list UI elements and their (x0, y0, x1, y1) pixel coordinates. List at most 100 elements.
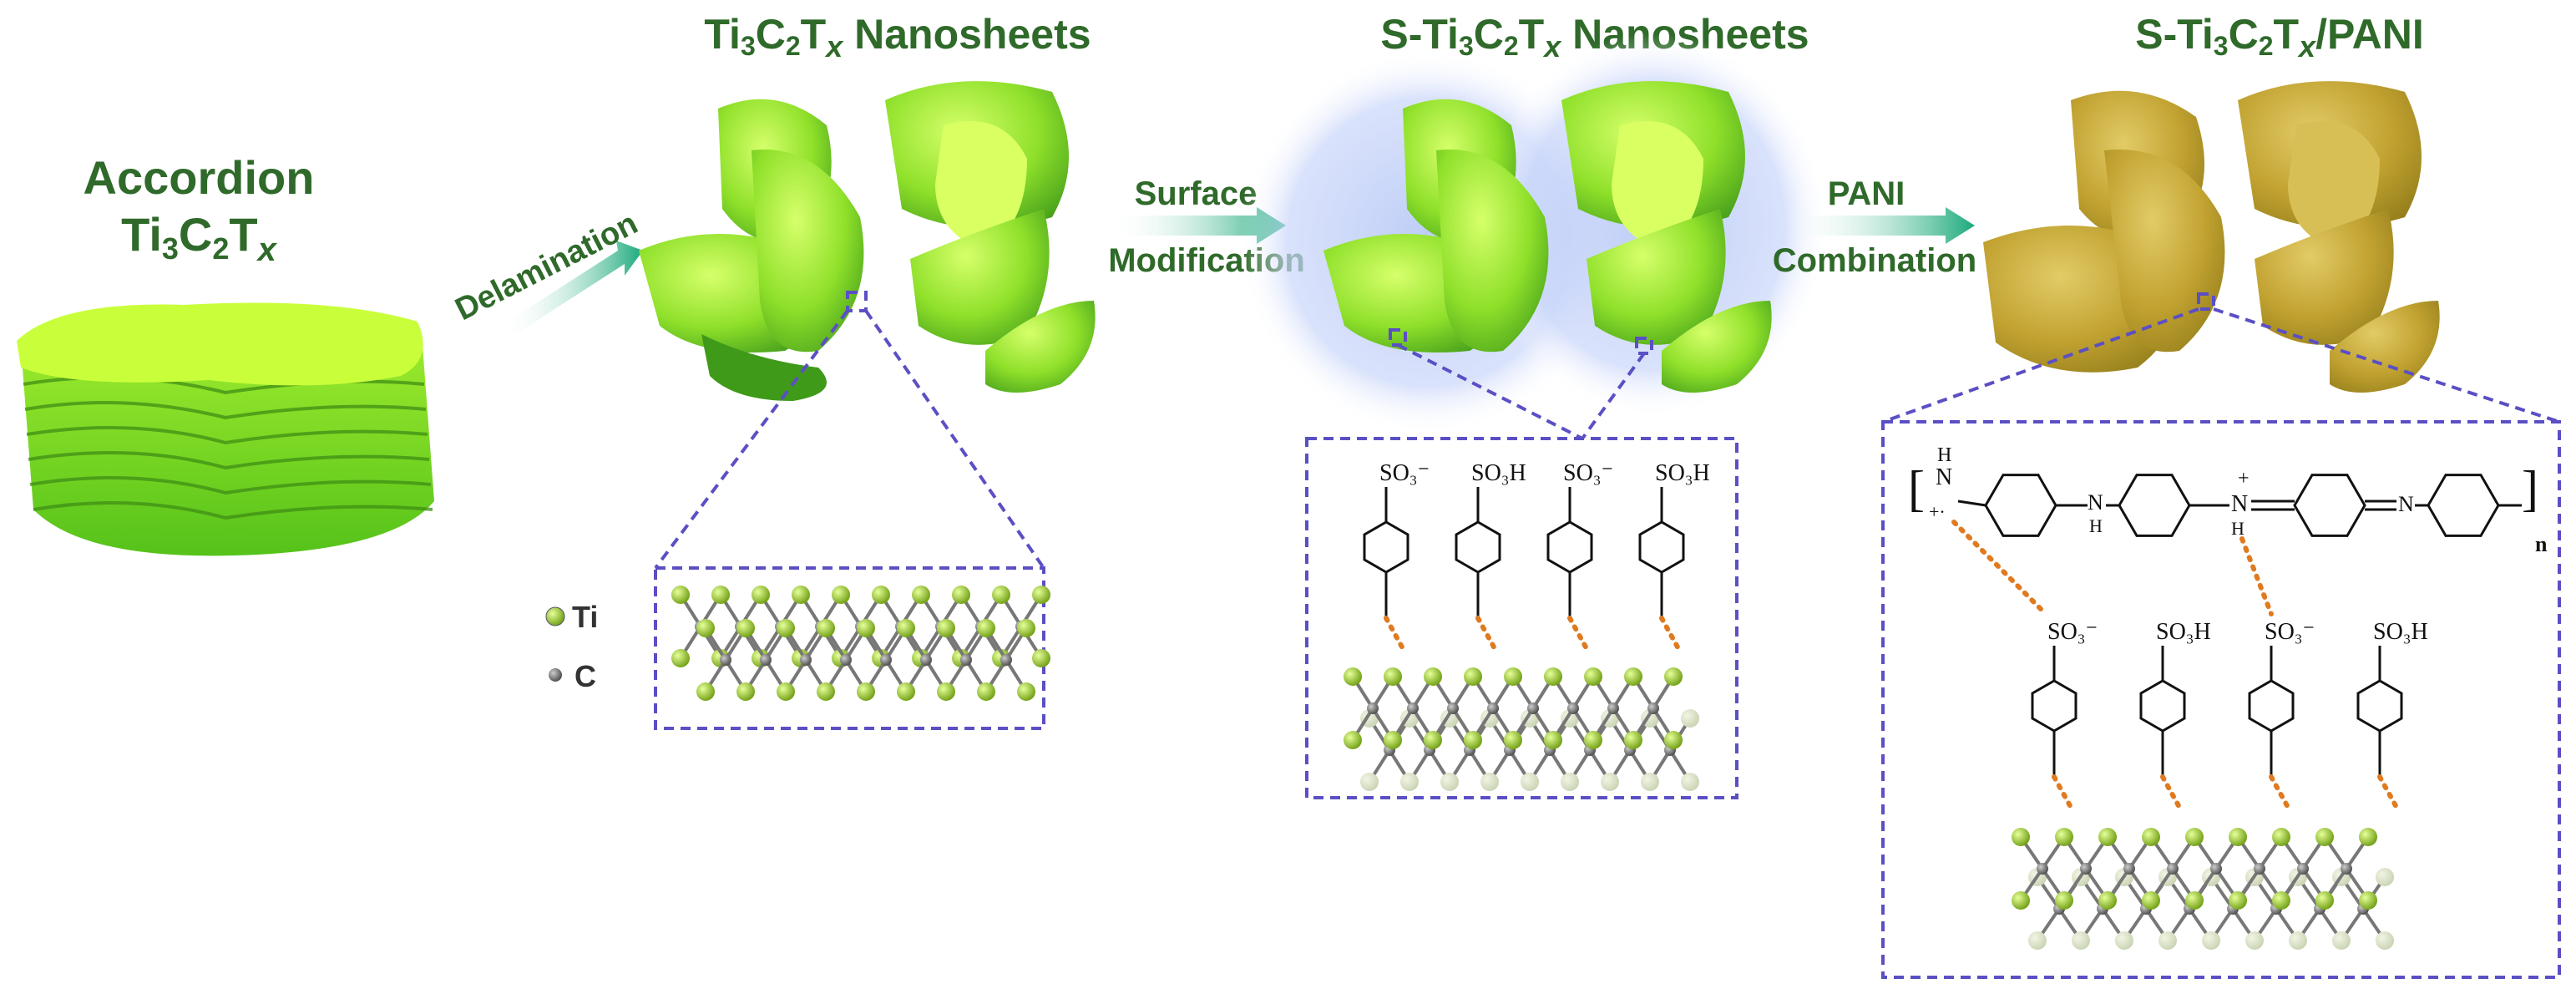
c-atom (1367, 702, 1379, 714)
ti-atom (752, 586, 770, 604)
ti-atom (711, 586, 730, 604)
imine-n: N (2398, 492, 2414, 516)
ti-atom (857, 619, 875, 637)
atom-legend: Ti C (545, 600, 598, 693)
ti-atom (2158, 931, 2177, 950)
ti-atom (736, 682, 755, 701)
c-atom-icon (549, 668, 562, 682)
sulfonate-label: SO₃H (2373, 619, 2428, 645)
ti-atom (1017, 619, 1035, 637)
accordion-title-line2: Ti3C2Tx (121, 208, 278, 268)
benzene-ring (1455, 520, 1501, 574)
sulfonate-label: SO₃⁻ (2047, 619, 2098, 645)
s-pani-lattice (2012, 828, 2394, 950)
ti-atom (2289, 931, 2307, 950)
interaction-bond (1384, 616, 1407, 654)
ti-atom (777, 682, 795, 701)
c-atom (2080, 863, 2092, 875)
c-atom (1000, 654, 1012, 666)
ti-atom (777, 619, 795, 637)
interaction-bond (1659, 616, 1683, 654)
ti-atom (2315, 891, 2334, 910)
ti-atom (2012, 828, 2030, 846)
sulfonate-label: SO₃H (1655, 460, 1710, 486)
ti-atom (1504, 731, 1522, 749)
benzene-ring (2031, 679, 2078, 733)
ti-atom (2185, 891, 2204, 910)
ti-atom (1641, 773, 1659, 791)
accordion-stack (17, 302, 434, 556)
sulfonate-label: SO₃H (1471, 460, 1526, 486)
c-atom (960, 654, 972, 666)
ti-atom (2098, 828, 2117, 846)
ti-atom (2376, 931, 2394, 950)
ti-atom (912, 586, 930, 604)
ti-atom (2359, 828, 2377, 846)
interaction-bond (2239, 536, 2274, 616)
ti-atom (2229, 891, 2247, 910)
s-nanosheet-cluster-right (1561, 81, 1772, 393)
ti-atom (2072, 931, 2090, 950)
benzene-ring (2356, 679, 2403, 733)
ti-atom (1624, 667, 1642, 686)
c-atom (1567, 702, 1579, 714)
pani-chain: []nNH+·NHN+HN (1908, 444, 2548, 616)
interaction-bond (1475, 616, 1499, 654)
ti-atom (2359, 891, 2377, 910)
benzene-ring (1546, 520, 1593, 574)
c-atom (2123, 863, 2135, 875)
interaction-bond (2052, 774, 2075, 813)
arrow-delamination: Delamination (450, 205, 643, 338)
c-atom (840, 654, 852, 666)
pani-cluster-right (2238, 81, 2440, 393)
ti-atom (1544, 731, 1562, 749)
sulfonate-label: SO₃H (2156, 619, 2211, 645)
pani-ring (2293, 474, 2366, 537)
c-atom (2341, 863, 2352, 875)
svg-text:]: ] (2522, 461, 2538, 516)
c-atom (1447, 702, 1459, 714)
ti-atom (1664, 731, 1683, 749)
subscript-n: n (2535, 532, 2548, 556)
ti-atom (1440, 773, 1459, 791)
nanosheets-title: Ti3C2Tx Nanosheets (704, 11, 1091, 63)
ti-atom (1584, 667, 1602, 686)
ti-atom (1464, 731, 1482, 749)
ti-atom (1464, 667, 1482, 686)
sulfonate-label: SO₃⁻ (2265, 619, 2315, 645)
c-atom (920, 654, 932, 666)
ti-atom (2332, 931, 2351, 950)
stage-accordion: Accordion Ti3C2Tx (17, 151, 434, 556)
s-pani-zoom-box (1881, 420, 2561, 979)
sulfonate-label: SO₃⁻ (1379, 460, 1430, 486)
ti-atom (2185, 828, 2204, 846)
ti-atom (2142, 891, 2160, 910)
svg-text:+·: +· (1929, 501, 1946, 522)
c-atom (1527, 702, 1539, 714)
ti-atom (1032, 586, 1050, 604)
sulfonate-label: SO₃⁻ (1563, 460, 1613, 486)
ti-atom (1424, 731, 1442, 749)
accordion-title-line1: Accordion (84, 151, 315, 204)
s-nanosheets-zoom-box (1305, 437, 1738, 799)
ti-atom (937, 682, 955, 701)
ti-atom (1601, 773, 1619, 791)
benzene-ring (1638, 520, 1685, 574)
ti-atom (1480, 773, 1499, 791)
c-atom (1487, 702, 1499, 714)
interaction-bond (2377, 774, 2401, 813)
ti-atom (1584, 731, 1602, 749)
pani-ring (2427, 474, 2500, 537)
ti-atom (696, 619, 715, 637)
ti-atom (897, 619, 915, 637)
nanosheet-cluster-left (639, 99, 864, 401)
ti-atom (832, 586, 850, 604)
ti-atom (2142, 828, 2160, 846)
svg-text:[: [ (1908, 461, 1925, 516)
legend-ti-label: Ti (572, 600, 598, 634)
ti-atom (1561, 773, 1579, 791)
amine-n: N (2088, 490, 2103, 515)
svg-text:H: H (1937, 444, 1951, 466)
